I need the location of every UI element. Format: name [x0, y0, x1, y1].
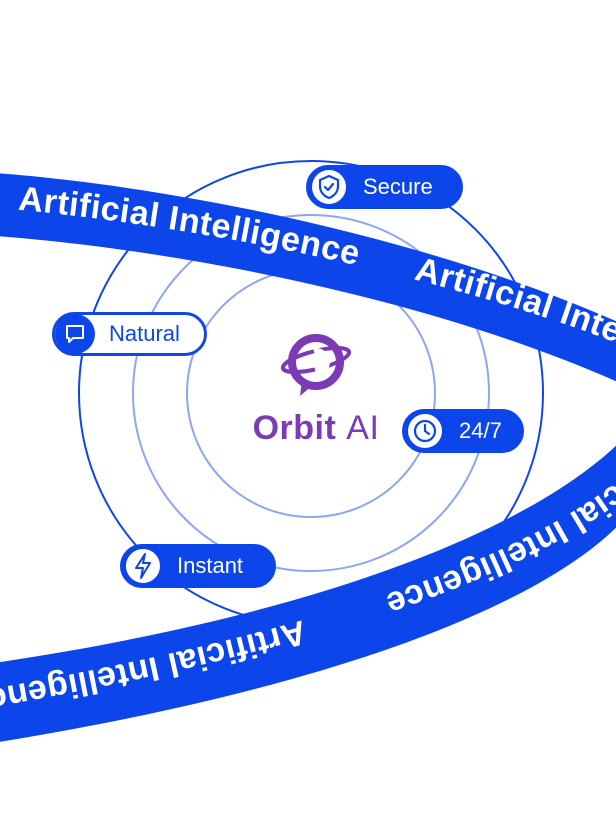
feature-24-7-label: 24/7 — [459, 418, 502, 443]
chat-bubble-icon — [55, 314, 95, 354]
feature-instant-label: Instant — [177, 553, 244, 578]
feature-secure-label: Secure — [363, 174, 433, 199]
orbit-ai-logo: Orbit AI — [246, 330, 386, 448]
brand-name: Orbit AI — [246, 409, 386, 448]
feature-natural-label: Natural — [109, 321, 180, 346]
feature-24-7: 24/7 — [402, 409, 524, 453]
orbit-ring-middle — [132, 214, 490, 572]
ribbon-bottom — [0, 445, 616, 742]
brand-name-suffix: AI — [346, 409, 380, 447]
clock-icon — [405, 411, 445, 451]
feature-instant: Instant — [120, 544, 276, 588]
brand-name-main: Orbit — [252, 409, 337, 447]
ribbon-top — [0, 173, 616, 382]
shield-check-icon — [309, 167, 349, 207]
feature-natural: Natural — [52, 312, 207, 356]
lightning-icon — [123, 546, 163, 586]
planet-chat-icon — [280, 334, 352, 396]
feature-secure: Secure — [306, 165, 463, 209]
